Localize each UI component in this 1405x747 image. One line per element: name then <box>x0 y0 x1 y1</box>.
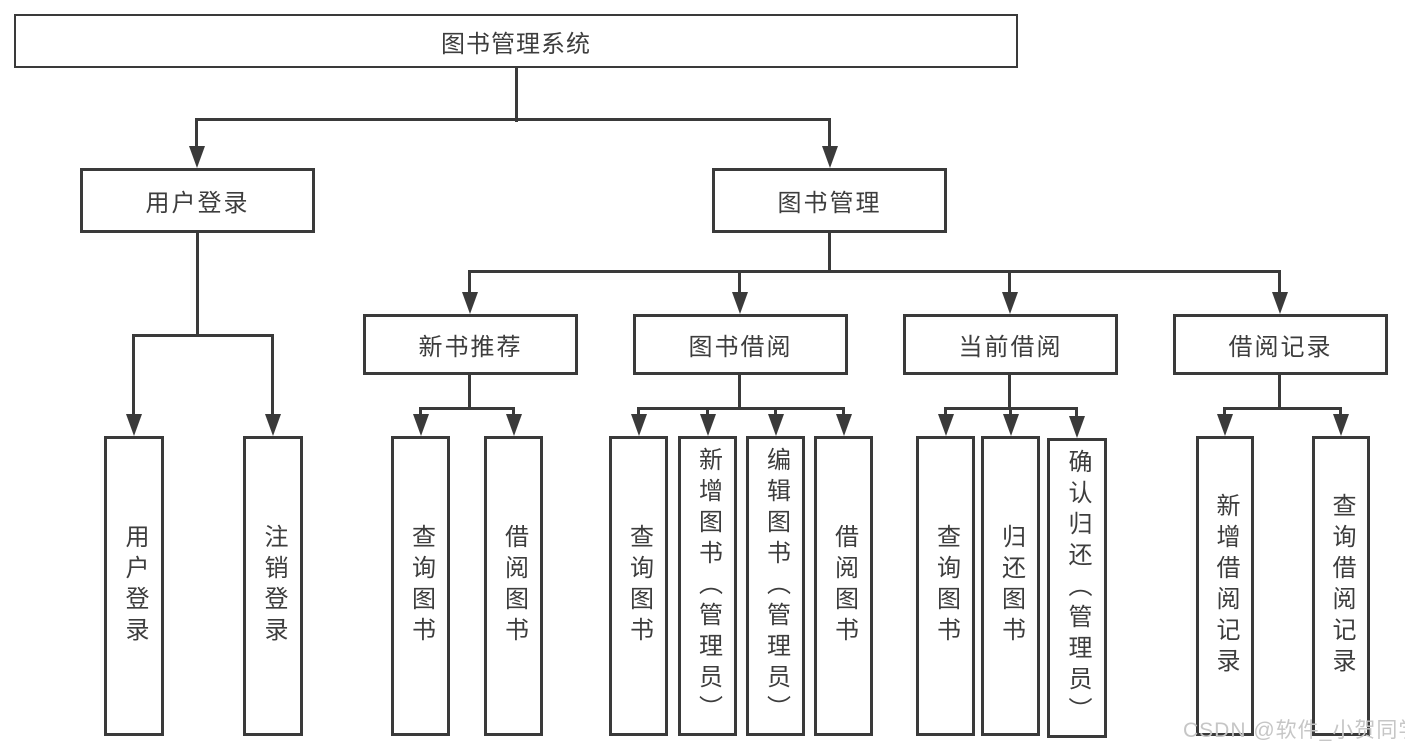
connector <box>1075 408 1078 420</box>
connector <box>738 375 741 410</box>
leaf-return-books: 归还图书 <box>981 436 1040 736</box>
leaf-label: 借阅图书 <box>500 524 528 648</box>
leaf-label: 确认归还（管理员） <box>1064 448 1091 728</box>
leaf-label: 新增借阅记录 <box>1212 493 1239 679</box>
node-current-borrowing: 当前借阅 <box>903 314 1118 375</box>
arrow-down-icon <box>413 414 429 436</box>
arrow-down-icon <box>126 414 142 436</box>
leaf-query-books-1: 查询图书 <box>391 436 450 736</box>
leaf-query-books-2: 查询图书 <box>609 436 668 736</box>
leaf-edit-books-admin: 编辑图书（管理员） <box>746 436 805 736</box>
leaf-label: 查询图书 <box>932 524 960 648</box>
leaf-label: 查询借阅记录 <box>1328 493 1355 679</box>
leaf-label: 用户登录 <box>121 524 148 648</box>
connector <box>738 270 741 299</box>
arrow-down-icon <box>1272 292 1288 314</box>
arrow-down-icon <box>1069 416 1085 438</box>
arrow-down-icon <box>1003 414 1019 436</box>
arrow-down-icon <box>265 414 281 436</box>
leaf-logout: 注销登录 <box>243 436 303 736</box>
arrow-down-icon <box>631 414 647 436</box>
connector-split-level1 <box>195 118 831 121</box>
leaf-label: 查询图书 <box>625 524 653 648</box>
arrow-down-icon <box>1002 292 1018 314</box>
leaf-query-borrow-record: 查询借阅记录 <box>1312 436 1370 736</box>
leaf-label: 查询图书 <box>407 524 435 648</box>
arrow-down-icon <box>1333 414 1349 436</box>
connector <box>132 335 135 420</box>
connector-split-book-mgmt <box>468 270 1281 273</box>
arrow-down-icon <box>189 146 205 168</box>
node-borrowing-records: 借阅记录 <box>1173 314 1388 375</box>
connector <box>195 119 198 152</box>
connector <box>271 335 274 420</box>
node-new-book-recommend: 新书推荐 <box>363 314 578 375</box>
node-book-management: 图书管理 <box>712 168 947 233</box>
connector <box>828 119 831 152</box>
leaf-borrow-books-1: 借阅图书 <box>484 436 543 736</box>
arrow-down-icon <box>732 292 748 314</box>
connector-book-mgmt-stem <box>828 233 831 273</box>
node-book-borrowing: 图书借阅 <box>633 314 848 375</box>
connector <box>468 270 471 299</box>
leaf-add-borrow-record: 新增借阅记录 <box>1196 436 1254 736</box>
arrow-down-icon <box>938 414 954 436</box>
arrow-down-icon <box>836 414 852 436</box>
arrow-down-icon <box>768 414 784 436</box>
leaf-user-login: 用户登录 <box>104 436 164 736</box>
arrow-down-icon <box>700 414 716 436</box>
leaf-label: 新增图书（管理员） <box>694 446 722 726</box>
leaf-label: 归还图书 <box>997 524 1025 648</box>
leaf-label: 借阅图书 <box>830 524 858 648</box>
connector <box>1008 270 1011 299</box>
arrow-down-icon <box>506 414 522 436</box>
connector-split-new-book <box>419 407 515 410</box>
arrow-down-icon <box>822 146 838 168</box>
arrow-down-icon <box>462 292 478 314</box>
connector <box>468 375 471 410</box>
connector-user-login-stem <box>196 233 199 337</box>
connector <box>1008 375 1011 410</box>
connector-root-stem <box>515 66 518 122</box>
connector-split-borrowing <box>637 407 845 410</box>
leaf-confirm-return-admin: 确认归还（管理员） <box>1047 438 1107 738</box>
connector-split-current <box>944 407 1078 410</box>
csdn-watermark: CSDN @软件_小贺同学 <box>1183 719 1405 742</box>
leaf-add-books-admin: 新增图书（管理员） <box>678 436 737 736</box>
connector <box>1278 375 1281 410</box>
connector-split-records <box>1223 407 1342 410</box>
connector-split-user-login <box>132 334 274 337</box>
leaf-borrow-books-2: 借阅图书 <box>814 436 873 736</box>
node-root-library-system: 图书管理系统 <box>14 14 1018 68</box>
leaf-label: 编辑图书（管理员） <box>762 446 790 726</box>
connector <box>1278 270 1281 299</box>
node-user-login: 用户登录 <box>80 168 315 233</box>
leaf-label: 注销登录 <box>260 524 287 648</box>
leaf-query-books-3: 查询图书 <box>916 436 975 736</box>
arrow-down-icon <box>1217 414 1233 436</box>
